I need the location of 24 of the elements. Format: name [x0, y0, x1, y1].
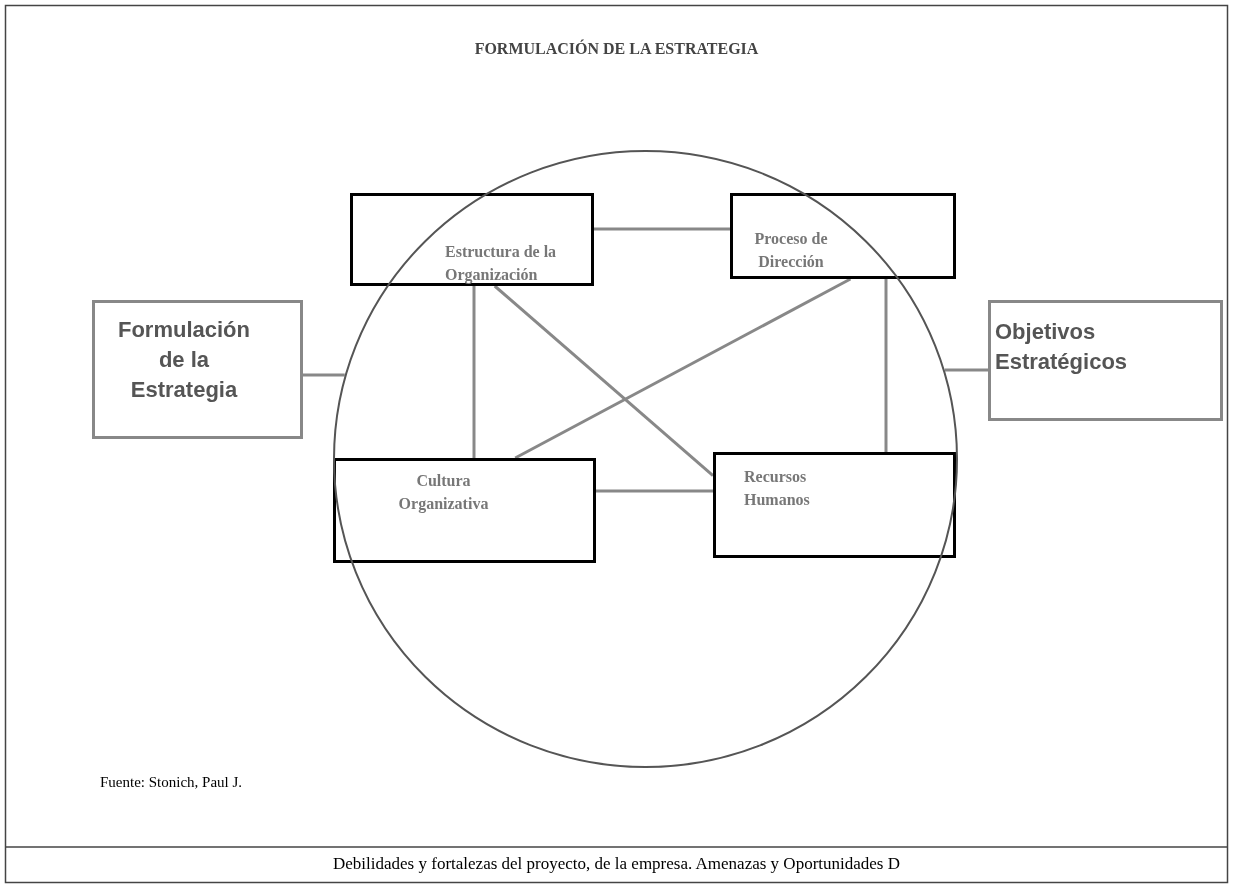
box-label: Objetivos Estratégicos: [995, 318, 1129, 376]
connector-line: [514, 277, 852, 460]
caption: Debilidades y fortalezas del proyecto, de la empresa. Amenazas y Oportunidades D: [332, 854, 901, 874]
connector-line: [493, 284, 714, 477]
outer-box: [92, 300, 303, 439]
connector-line: [594, 227, 730, 231]
connector-line: [472, 286, 476, 458]
circle-outline: [333, 150, 958, 768]
diagram-title: FORMULACIÓN DE LA ESTRATEGIA: [473, 40, 760, 58]
box-label: Cultura Organizativa: [397, 471, 490, 515]
factor-box: [713, 452, 956, 558]
connector-line: [303, 373, 345, 377]
connector-line: [596, 489, 713, 493]
factor-box: [730, 193, 956, 279]
box-label: Recursos Humanos: [744, 467, 811, 510]
factor-box: [333, 458, 596, 563]
factor-box: [350, 193, 594, 286]
outer-box: [988, 300, 1223, 421]
box-label: Proceso de Dirección: [753, 229, 829, 272]
box-label: Estructura de la Organización: [445, 242, 558, 286]
box-label: Formulación de la Estrategia: [117, 316, 251, 404]
connector-line: [944, 368, 988, 372]
source-note: Fuente: Stonich, Paul J.: [100, 774, 243, 791]
connector-line: [884, 279, 888, 452]
